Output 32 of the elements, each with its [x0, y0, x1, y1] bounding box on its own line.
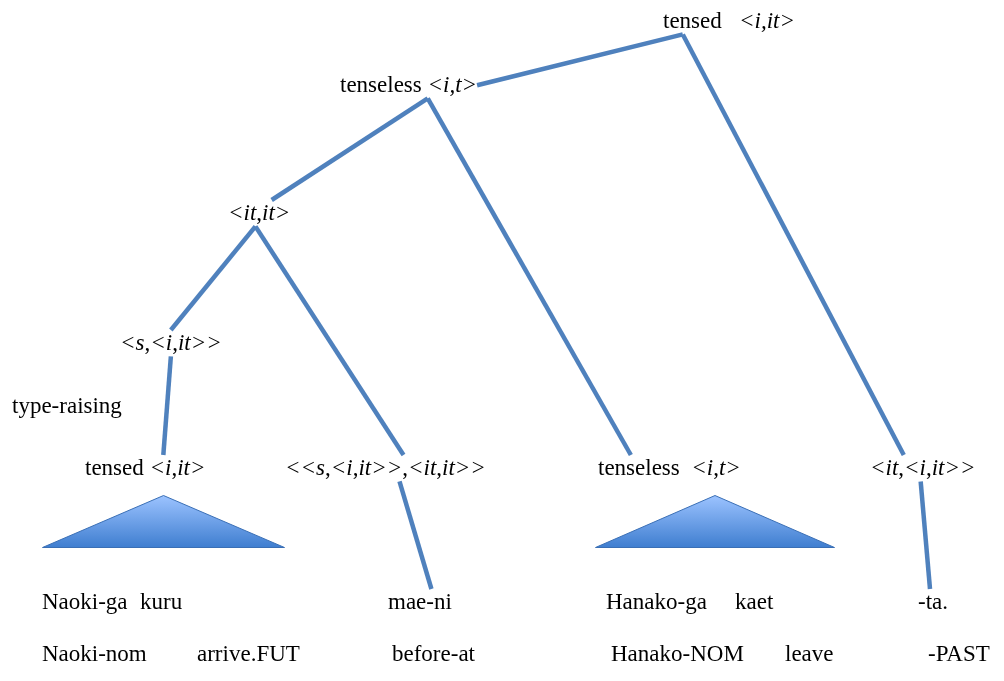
tree-branch	[161, 356, 174, 456]
gloss-text: Hanako-ga	[606, 589, 707, 616]
tree-node-label: tenseless <i,t>	[340, 72, 478, 99]
tree-node-label: tensed <i,it>	[85, 455, 206, 482]
subtree-triangle	[42, 495, 285, 548]
tree-branch	[169, 225, 258, 332]
gloss-text: kaet	[735, 589, 774, 616]
gloss-text: kuru	[140, 589, 183, 616]
gloss-text: Naoki-nom	[42, 641, 147, 668]
tree-branch	[425, 97, 633, 457]
tree-node-label: tenseless <i,t>	[598, 455, 741, 482]
tree-node-label: <it,it>	[228, 200, 291, 227]
gloss-text: -PAST	[928, 641, 990, 668]
gloss-text: leave	[785, 641, 834, 668]
tree-node-label: mae-ni	[388, 589, 452, 616]
subtree-triangle	[595, 495, 835, 548]
tree-branch	[476, 32, 684, 88]
tree-node-label: tensed <i,it>	[663, 8, 795, 35]
gloss-text: type-raising	[12, 393, 122, 420]
gloss-text: Hanako-NOM	[611, 641, 744, 668]
tree-node-label: <it,<i,it>>	[870, 455, 976, 482]
tree-branch	[397, 480, 434, 590]
tree-node-label: <s,<i,it>>	[120, 330, 222, 357]
tree-branch	[680, 33, 906, 457]
tree-node-label: <<s,<i,it>>,<it,it>>	[285, 455, 486, 482]
gloss-text: before-at	[392, 641, 475, 668]
tree-node-label: -ta.	[918, 589, 948, 616]
tree-branch	[253, 225, 406, 457]
tree-branch	[270, 96, 429, 202]
gloss-text: Naoki-ga	[42, 589, 128, 616]
tree-branch	[918, 481, 933, 590]
gloss-text: arrive.FUT	[197, 641, 300, 668]
